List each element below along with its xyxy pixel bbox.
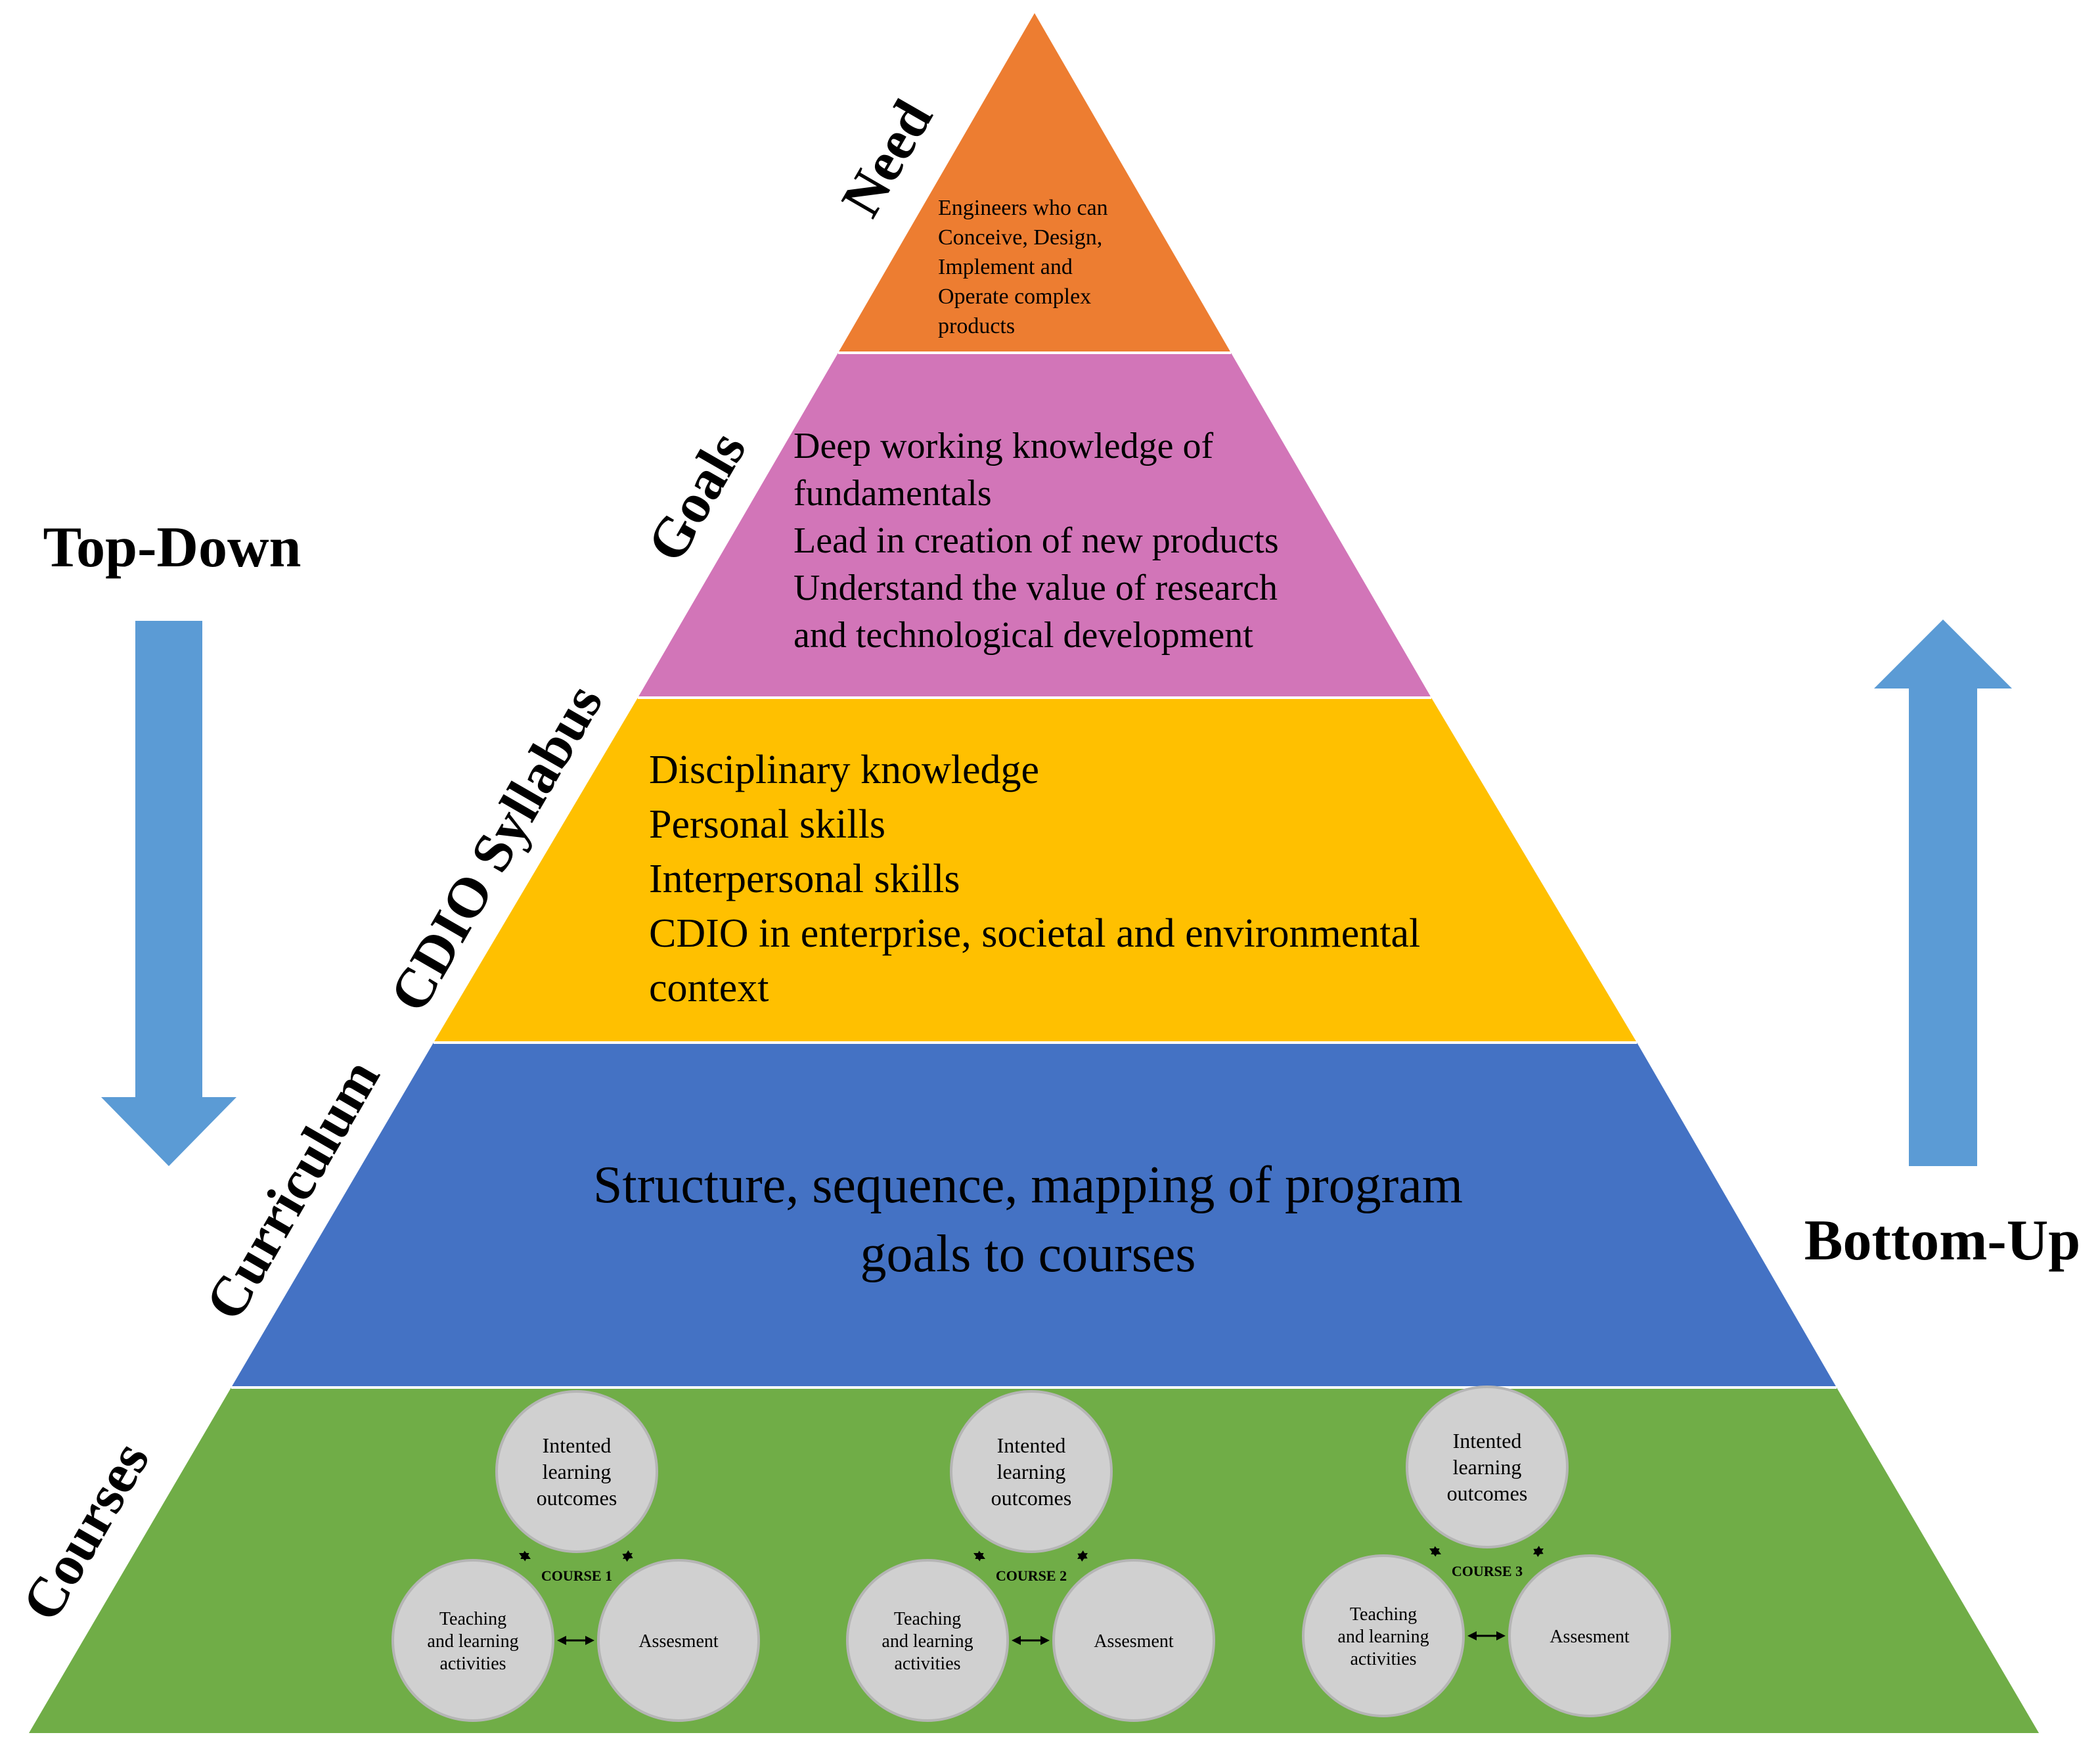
teaching-activities-circle — [391, 1559, 554, 1722]
teaching-activities-text-line: Teaching — [439, 1609, 506, 1629]
goals-line: and technological development — [793, 615, 1253, 656]
top-down-label: Top-Down — [43, 516, 302, 579]
learning-outcomes-text-line: Intented — [1453, 1429, 1522, 1453]
band-curriculum — [231, 1043, 1837, 1387]
learning-outcomes-text-line: outcomes — [1447, 1481, 1528, 1505]
syllabus-description: Disciplinary knowledge Personal skills I… — [649, 748, 1420, 1010]
syllabus-line: Disciplinary knowledge — [649, 748, 1039, 792]
arrow-head — [1012, 1636, 1021, 1645]
top-down-arrow — [101, 621, 236, 1166]
goals-line: Lead in creation of new products — [793, 520, 1279, 561]
connector-arrow — [1533, 1546, 1544, 1557]
arrow-head — [557, 1636, 566, 1645]
connector-arrow — [557, 1636, 594, 1645]
connector-arrow — [1429, 1546, 1441, 1557]
learning-outcomes-circle — [495, 1390, 658, 1553]
teaching-activities-text-line: activities — [1350, 1649, 1416, 1669]
bottom-up-label: Bottom-Up — [1804, 1209, 2080, 1273]
teaching-activities-text-line: activities — [439, 1654, 506, 1674]
arrow-head — [1431, 1546, 1441, 1554]
bottom-up-arrow — [1874, 620, 2012, 1166]
band-goals — [638, 353, 1431, 698]
curriculum-line: Structure, sequence, mapping of program — [593, 1156, 1463, 1214]
band-need — [838, 13, 1231, 353]
assessment-text: Assesment — [638, 1631, 719, 1652]
assessment-text: Assesment — [1094, 1631, 1174, 1652]
learning-outcomes-text-line: Intented — [543, 1433, 612, 1457]
learning-outcomes-circle — [950, 1390, 1113, 1553]
arrow-head — [1467, 1631, 1477, 1640]
need-line: Operate complex — [938, 284, 1091, 309]
teaching-activities-text-line: and learning — [882, 1631, 973, 1652]
syllabus-line: Interpersonal skills — [649, 857, 960, 901]
teaching-activities-text-line: Teaching — [1350, 1604, 1417, 1625]
teaching-activities-text-line: and learning — [1337, 1627, 1429, 1647]
teaching-activities-circle — [1302, 1554, 1465, 1717]
need-line: Conceive, Design, — [938, 225, 1102, 250]
syllabus-line: context — [649, 966, 769, 1010]
connector-arrow — [1077, 1550, 1088, 1562]
syllabus-line: Personal skills — [649, 802, 885, 847]
goals-description: Deep working knowledge of fundamentals L… — [793, 426, 1279, 656]
learning-outcomes-text: Intented learning outcomes — [991, 1433, 1072, 1510]
arrow-head — [1040, 1636, 1050, 1645]
assessment-circle — [597, 1559, 760, 1722]
need-description: Engineers who can Conceive, Design, Impl… — [938, 196, 1108, 338]
curriculum-description: Structure, sequence, mapping of program … — [593, 1156, 1463, 1283]
connector-arrow — [1012, 1636, 1050, 1645]
need-line: products — [938, 314, 1015, 338]
teaching-activities-text-line: Teaching — [894, 1609, 961, 1629]
learning-outcomes-text-line: learning — [543, 1460, 612, 1483]
arrow-head — [623, 1550, 633, 1559]
arrow-head — [585, 1636, 594, 1645]
assessment-text: Assesment — [1550, 1627, 1630, 1647]
arrow-head — [975, 1550, 985, 1559]
learning-outcomes-text-line: outcomes — [991, 1486, 1072, 1510]
course-label: COURSE 1 — [541, 1568, 612, 1584]
learning-outcomes-circle — [1406, 1386, 1569, 1548]
arrow-head — [1496, 1631, 1506, 1640]
band-syllabus — [434, 698, 1637, 1043]
goals-line: Understand the value of research — [793, 568, 1278, 608]
curriculum-line: goals to courses — [860, 1225, 1195, 1283]
goals-line: fundamentals — [793, 473, 992, 514]
course-label: COURSE 3 — [1452, 1563, 1523, 1579]
arrow-head — [520, 1550, 531, 1559]
assessment-circle — [1052, 1559, 1215, 1722]
learning-outcomes-text-line: Intented — [997, 1433, 1066, 1457]
course-label: COURSE 2 — [996, 1568, 1067, 1584]
need-line: Engineers who can — [938, 196, 1108, 220]
teaching-activities-text-line: and learning — [427, 1631, 518, 1652]
connector-arrow — [622, 1550, 633, 1562]
learning-outcomes-text-line: learning — [997, 1460, 1066, 1483]
connector-arrow — [973, 1550, 985, 1562]
learning-outcomes-text-line: learning — [1453, 1455, 1522, 1479]
learning-outcomes-text: Intented learning outcomes — [537, 1433, 617, 1510]
syllabus-line: CDIO in enterprise, societal and environ… — [649, 911, 1420, 956]
goals-line: Deep working knowledge of — [793, 426, 1214, 466]
need-line: Implement and — [938, 255, 1073, 279]
assessment-circle — [1508, 1554, 1671, 1717]
arrow-head — [1533, 1546, 1544, 1554]
learning-outcomes-text-line: outcomes — [537, 1486, 617, 1510]
connector-arrow — [519, 1550, 531, 1562]
teaching-activities-circle — [846, 1559, 1009, 1722]
teaching-activities-text-line: activities — [894, 1654, 960, 1674]
connector-arrow — [1467, 1631, 1506, 1640]
arrow-head — [1077, 1550, 1088, 1559]
